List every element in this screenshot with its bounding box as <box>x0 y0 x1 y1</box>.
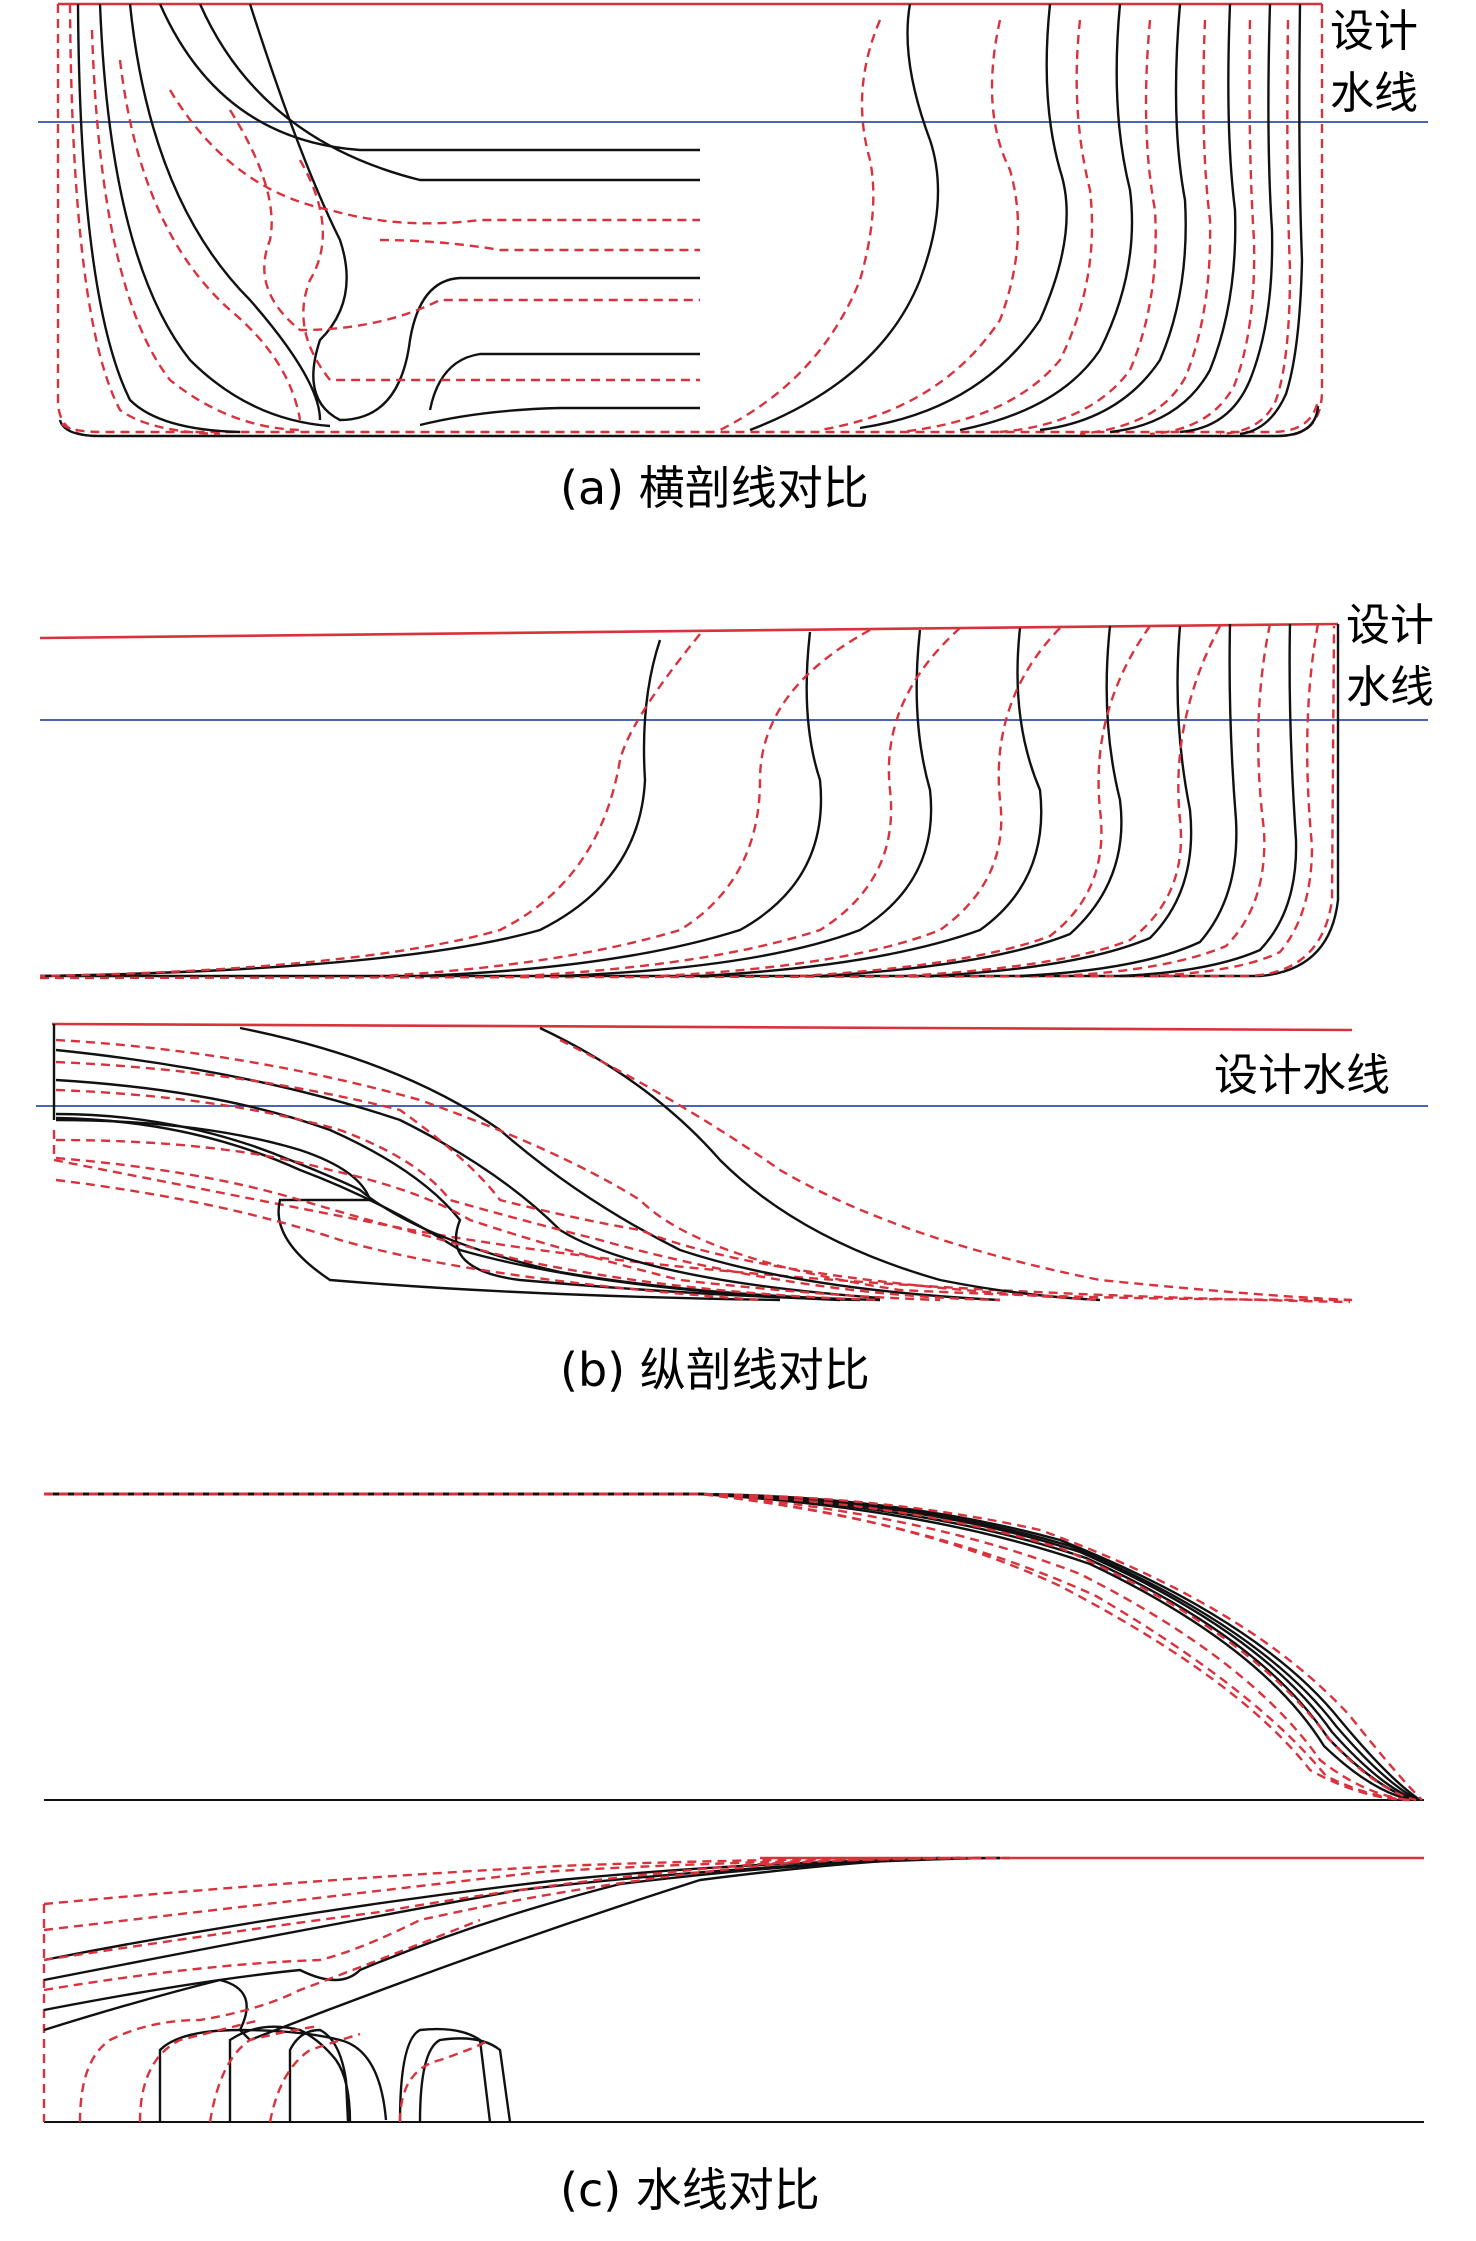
panel-a-waterline-label-line1: 设计 <box>1330 6 1418 57</box>
panel-c-waterlines-aft: (c) 水线对比 <box>42 1856 1424 2217</box>
panel-a-caption: (a) 横剖线对比 <box>560 461 869 515</box>
panel-c-aft-waterlines-optimized <box>43 1856 1011 2123</box>
panel-b-waterline-label-bottom: 设计水线 <box>1214 1050 1390 1101</box>
panel-b-waterline-label-top-line1: 设计 <box>1346 600 1434 651</box>
panel-b-aft-buttocks-optimized <box>55 1038 1353 1302</box>
panel-b-aft-deck-line <box>51 1022 1353 1032</box>
panel-c-waterlines-fore <box>44 1492 1424 1802</box>
panel-b-fore-buttocks-optimized <box>39 623 1320 978</box>
panel-b-profile-aft: 设计水线 (b) 纵剖线对比 <box>36 1022 1428 1397</box>
panel-c-fore-waterlines-original <box>44 1492 1421 1802</box>
panel-a-frame-left <box>56 4 97 438</box>
panel-c-aft-waterlines-original <box>43 1856 1001 2123</box>
panel-a-fore-sections-original <box>749 3 1304 436</box>
panel-a-keel-line <box>58 405 1320 438</box>
panel-b-caption: (b) 纵剖线对比 <box>560 1343 870 1397</box>
panel-b-deck-line <box>39 622 1339 640</box>
panel-a-aft-sections-original <box>76 3 700 434</box>
panel-b-keel-line <box>40 624 1340 978</box>
panel-b-keel-line-opt <box>39 625 1336 980</box>
panel-a-waterline-label-line2: 水线 <box>1330 68 1418 119</box>
panel-b-fore-buttocks-original <box>39 623 1298 978</box>
panel-b-aft-buttocks-original <box>55 1026 1101 1302</box>
panel-c-caption: (c) 水线对比 <box>560 2163 820 2217</box>
panel-c-fore-waterlines-optimized <box>44 1492 1423 1802</box>
panel-a-aft-sections-optimized <box>68 3 700 436</box>
panel-b-waterline-label-top-line2: 水线 <box>1346 662 1434 713</box>
panel-a-fore-sections-optimized <box>719 19 1292 436</box>
panel-b-profile-fore: 设计 水线 <box>39 600 1434 980</box>
panel-b-aft-baseline-opt <box>52 1130 1351 1304</box>
panel-a-body-plan: 设计 水线 (a) 横剖线对比 <box>38 2 1428 515</box>
